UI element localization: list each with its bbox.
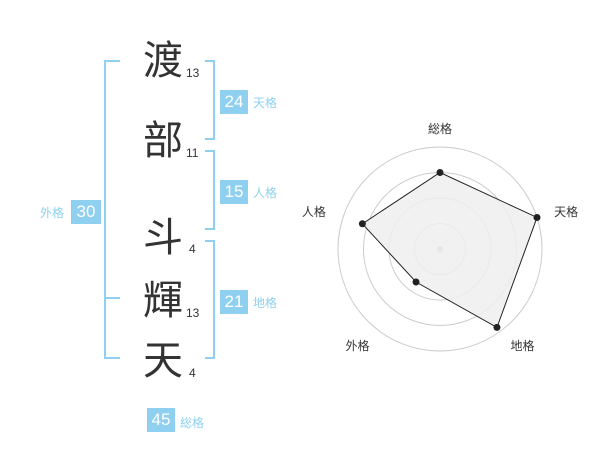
stroke-count-3: 4: [189, 242, 196, 256]
radar-point-4: [412, 278, 420, 286]
name-char-2: 部: [143, 118, 183, 164]
chikaku-bracket: [205, 240, 215, 359]
gaikaku-label: 外格: [40, 206, 65, 220]
radar-point-5: [358, 220, 366, 228]
jinkaku-bracket: [205, 150, 215, 230]
stroke-count-4: 13: [186, 306, 200, 320]
stroke-count-2: 11: [186, 146, 199, 160]
name-char-1: 渡: [143, 38, 183, 84]
radar-axis-label-3: 地格: [511, 338, 535, 353]
radar-axis-label-4: 外格: [345, 338, 369, 353]
jinkaku-label: 人格: [253, 186, 278, 200]
jinkaku-value-badge: 15: [220, 180, 248, 204]
tenkaku-label: 天格: [253, 96, 278, 110]
gaikaku-value-badge: 30: [71, 200, 101, 224]
radar-polygon: [361, 171, 538, 329]
name-char-5: 天: [143, 338, 183, 384]
gaikaku-bracket: [104, 60, 120, 359]
stroke-count-1: 13: [186, 66, 200, 80]
radar-point-3: [493, 323, 501, 331]
chikaku-value-badge: 21: [220, 290, 248, 314]
chikaku-label: 地格: [253, 296, 278, 310]
stroke-count-5: 4: [189, 366, 196, 380]
name-char-4: 輝: [143, 278, 183, 324]
soukaku-label: 総格: [180, 416, 205, 430]
tenkaku-bracket: [205, 60, 215, 140]
name-char-3: 斗: [143, 215, 183, 261]
gaikaku-bracket-tick: [104, 297, 120, 299]
radar-point-1: [436, 169, 444, 176]
radar-axis-label-2: 天格: [554, 204, 578, 219]
tenkaku-value-badge: 24: [220, 90, 248, 114]
radar-axis-label-1: 総格: [428, 121, 452, 136]
soukaku-value-badge: 45: [147, 408, 175, 432]
radar-point-2: [533, 213, 541, 221]
radar-axis-label-5: 人格: [302, 204, 326, 219]
